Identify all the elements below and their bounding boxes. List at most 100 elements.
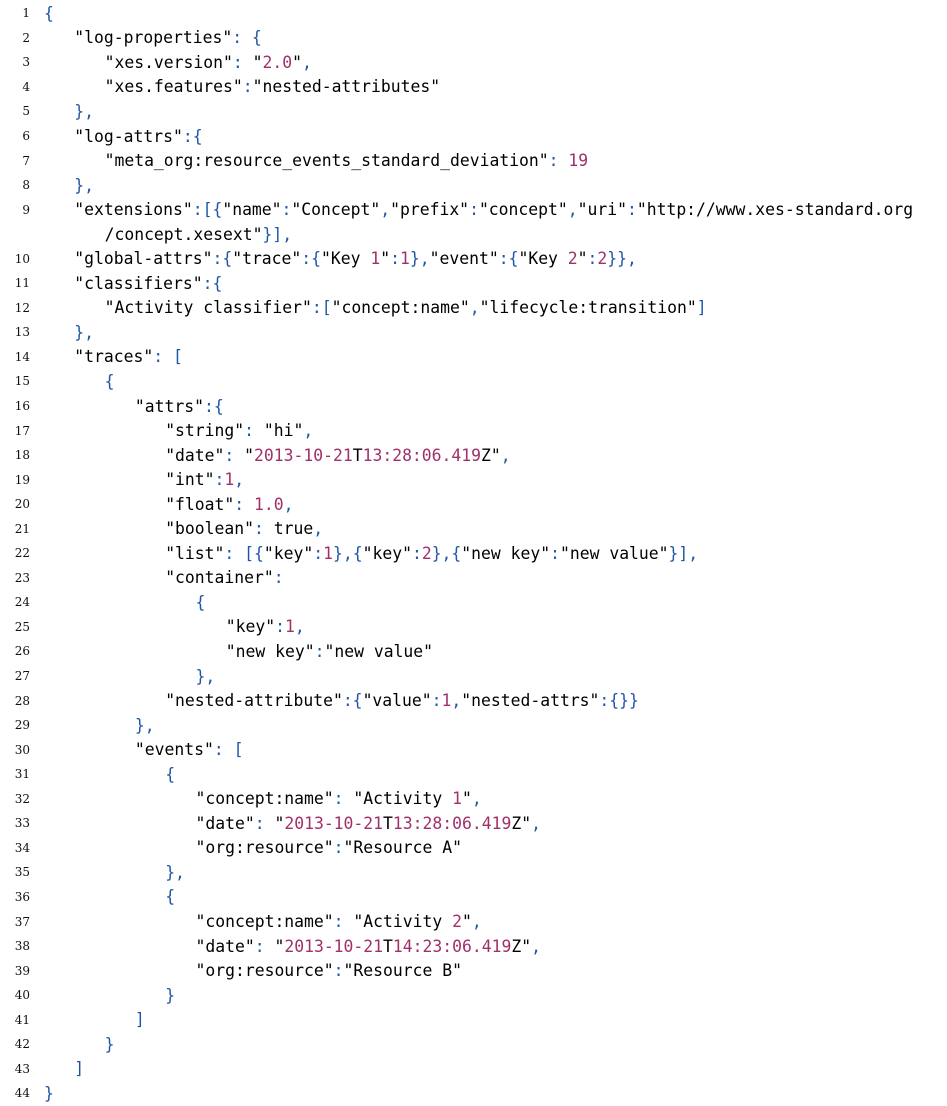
string-token: " bbox=[252, 52, 263, 72]
string-token: " bbox=[244, 445, 255, 465]
string-token: "Resource B" bbox=[343, 961, 462, 981]
line-number: 20 bbox=[14, 497, 30, 512]
code-line: 36{ bbox=[0, 885, 947, 910]
code-line: 2"log-properties": { bbox=[0, 26, 947, 51]
line-number: 19 bbox=[14, 472, 30, 487]
punctuation-token: :{ bbox=[342, 691, 363, 711]
code-text: "log-properties": { bbox=[74, 28, 262, 47]
punctuation-token: }, bbox=[74, 322, 95, 342]
code-text: { bbox=[165, 887, 175, 906]
code-line: 19 "int":1, bbox=[0, 467, 947, 492]
code-text: "list": [{"key":1},{"key":2},{"new key":… bbox=[165, 544, 698, 563]
code-text: "float": 1.0, bbox=[165, 495, 293, 514]
string-token: "new key" bbox=[225, 641, 315, 661]
punctuation-token: :{ bbox=[182, 126, 203, 146]
code-line: 22"list": [{"key":1},{"key":2},{"new key… bbox=[0, 541, 947, 566]
code-line: 44} bbox=[0, 1081, 947, 1106]
punctuation-token: , bbox=[471, 912, 482, 931]
string-token: "int" bbox=[165, 470, 215, 490]
string-token: "new value" bbox=[559, 543, 669, 563]
code-text: "int":1, bbox=[165, 470, 244, 489]
string-token: " bbox=[461, 912, 472, 931]
line-number: 43 bbox=[14, 1061, 30, 1076]
string-token: "xes.version" bbox=[104, 52, 233, 72]
number-token: 13:28:06.419 bbox=[392, 813, 512, 833]
punctuation-token: { bbox=[195, 592, 206, 612]
number-token: 2013-10-21 bbox=[284, 813, 384, 833]
line-number: 9 bbox=[22, 202, 30, 217]
line-number: 13 bbox=[14, 325, 30, 340]
code-line: 12"Activity classifier":["concept:name",… bbox=[0, 296, 947, 321]
number-token: 1 bbox=[224, 470, 235, 490]
string-token: "Resource A" bbox=[343, 838, 462, 858]
string-token: " bbox=[274, 936, 285, 956]
string-token: "classifiers" bbox=[74, 273, 203, 293]
line-number: 7 bbox=[22, 153, 30, 168]
string-token: "Activity bbox=[353, 789, 453, 809]
punctuation-token: , bbox=[283, 494, 294, 514]
code-text: "concept:name": "Activity 2", bbox=[196, 912, 482, 931]
code-line: 16"attrs":{ bbox=[0, 394, 947, 419]
punctuation-token: : bbox=[254, 936, 275, 956]
punctuation-token: , bbox=[313, 519, 324, 539]
code-line: 4"xes.features":"nested-attributes" bbox=[0, 75, 947, 100]
number-token: 1 bbox=[285, 617, 295, 637]
line-number: 12 bbox=[14, 300, 30, 315]
code-text: "string": "hi", bbox=[165, 421, 313, 440]
punctuation-token: : [ bbox=[153, 347, 183, 367]
code-line: 18"date": "2013-10-21T13:28:06.419Z", bbox=[0, 443, 947, 468]
code-text: "traces": [ bbox=[74, 347, 183, 366]
code-text: { bbox=[44, 4, 54, 23]
punctuation-token: , bbox=[531, 813, 541, 833]
line-number: 41 bbox=[14, 1012, 30, 1027]
code-line: /concept.xesext"}], bbox=[0, 222, 947, 247]
punctuation-token: ] bbox=[74, 1059, 85, 1079]
code-line: 11"classifiers":{ bbox=[0, 271, 947, 296]
code-line: 31{ bbox=[0, 762, 947, 787]
string-token: "concept" bbox=[478, 200, 568, 220]
line-number: 6 bbox=[22, 129, 30, 143]
string-token: "Activity classifier" bbox=[104, 298, 312, 318]
punctuation-token: , bbox=[500, 445, 511, 465]
string-token: "nested-attrs" bbox=[461, 691, 600, 711]
punctuation-token: : [ bbox=[213, 740, 244, 760]
code-line: 20 "float": 1.0, bbox=[0, 492, 947, 517]
punctuation-token: , bbox=[567, 200, 578, 220]
punctuation-token: , bbox=[451, 691, 462, 711]
code-text: "classifiers":{ bbox=[74, 274, 222, 293]
punctuation-token: : bbox=[548, 151, 569, 171]
string-token: "events" bbox=[134, 740, 214, 760]
punctuation-token: :[ bbox=[311, 298, 332, 318]
code-text: "boolean": true, bbox=[165, 519, 323, 538]
string-token: "lifecycle:transition" bbox=[479, 298, 697, 318]
punctuation-token: } bbox=[44, 1083, 54, 1103]
number-token: 19 bbox=[568, 151, 589, 171]
code-text: "global-attrs":{"trace":{"Key 1":1},"eve… bbox=[74, 249, 637, 268]
line-number: 17 bbox=[14, 423, 30, 438]
string-token: T bbox=[383, 936, 393, 956]
line-number: 33 bbox=[14, 816, 30, 831]
code-line: 5}, bbox=[0, 99, 947, 124]
punctuation-token: , bbox=[302, 52, 312, 72]
string-token: "Key bbox=[518, 249, 568, 269]
string-token: T bbox=[352, 445, 363, 465]
string-token: "uri" bbox=[577, 200, 627, 220]
code-text: "meta_org:resource_events_standard_devia… bbox=[105, 151, 589, 170]
punctuation-token: :{ bbox=[202, 273, 223, 293]
punctuation-token: , bbox=[531, 936, 541, 956]
number-token: 1.0 bbox=[254, 494, 284, 514]
code-line: 41] bbox=[0, 1007, 947, 1032]
punctuation-token: , bbox=[234, 470, 245, 490]
string-token: Z" bbox=[511, 813, 532, 833]
string-token: "concept:name" bbox=[195, 912, 334, 931]
code-line: 21"boolean": true, bbox=[0, 516, 947, 541]
line-number: 5 bbox=[22, 104, 30, 119]
number-token: 2013-10-21 bbox=[254, 445, 353, 465]
number-token: 1 bbox=[400, 249, 410, 269]
code-line: 34"org:resource":"Resource A" bbox=[0, 836, 947, 861]
code-line: 1{ bbox=[0, 1, 947, 26]
punctuation-token: : bbox=[390, 249, 400, 269]
string-token: true bbox=[273, 519, 314, 539]
line-number: 38 bbox=[14, 939, 30, 954]
